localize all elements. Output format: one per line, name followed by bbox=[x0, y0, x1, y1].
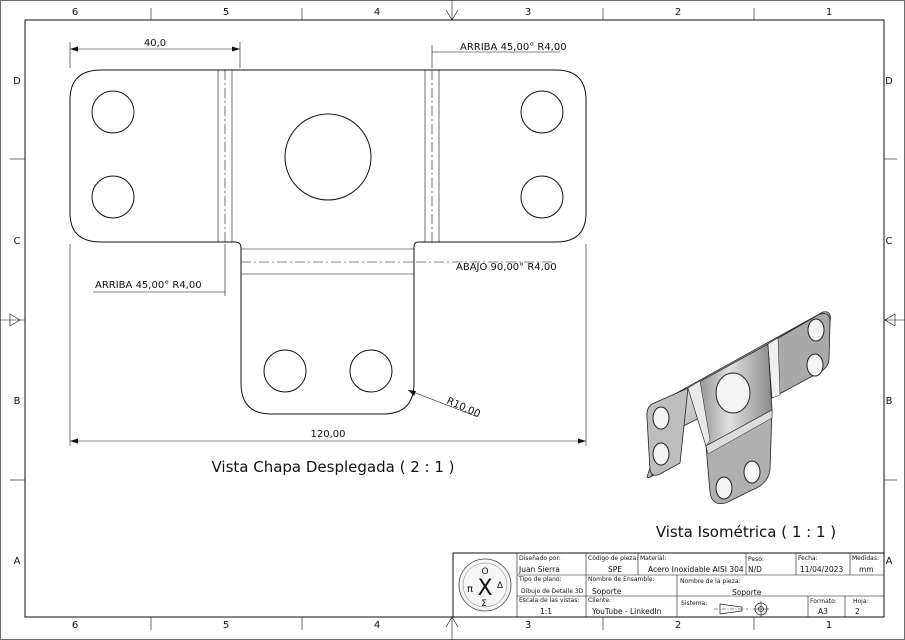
bend-note-top-right: ARRIBA 45,00° R4,00 bbox=[431, 42, 567, 68]
tb-assembly-label: Nombre de Ensamble: bbox=[588, 576, 655, 583]
flat-pattern-outline bbox=[69, 69, 587, 415]
zone-labels-bottom: 6 5 4 3 2 1 bbox=[72, 620, 832, 631]
tb-scale-label: Escala de las vistas: bbox=[519, 597, 579, 604]
hole-left-bottom bbox=[91, 175, 135, 219]
zone-right-b: B bbox=[886, 396, 893, 407]
hole-center-large bbox=[284, 113, 372, 201]
dim-text-120: 120,00 bbox=[311, 429, 346, 440]
tb-plan-type-label: Tipo de plano: bbox=[518, 576, 562, 583]
tb-sheet-label: Hoja: bbox=[853, 598, 869, 605]
dimension-total-width: 120,00 bbox=[69, 244, 587, 446]
tb-material-value: Acero Inoxidable AISI 304 bbox=[648, 565, 744, 574]
zone-left-c: C bbox=[14, 236, 21, 247]
zone-bottom-4: 4 bbox=[374, 620, 380, 631]
projection-symbol-icon bbox=[714, 601, 769, 617]
zone-top-5: 5 bbox=[223, 7, 229, 18]
tb-designed-by-label: Diseñado por: bbox=[519, 555, 561, 562]
zone-top-2: 2 bbox=[675, 7, 681, 18]
bend-lines-left bbox=[217, 70, 233, 242]
zone-bottom-5: 5 bbox=[223, 620, 229, 631]
zone-left-d: D bbox=[13, 76, 21, 87]
zone-top-6: 6 bbox=[72, 7, 78, 18]
tb-client-label: Cliente: bbox=[588, 597, 611, 604]
radius-text: R10,00 bbox=[445, 396, 482, 421]
hole-tab-left bbox=[263, 349, 307, 393]
isometric-view: Vista Isométrica ( 1 : 1 ) bbox=[646, 311, 836, 541]
note-top-right-text: ARRIBA 45,00° R4,00 bbox=[460, 42, 567, 53]
tb-plan-type-value: Dibujo de Detalle 3D bbox=[521, 588, 584, 595]
flat-view-title: Vista Chapa Desplegada ( 2 : 1 ) bbox=[211, 458, 454, 476]
zone-labels-left: D C B A bbox=[13, 76, 21, 567]
zone-bottom-2: 2 bbox=[675, 620, 681, 631]
bend-lines-right bbox=[424, 70, 440, 242]
zone-bottom-1: 1 bbox=[826, 620, 832, 631]
tb-format-label: Formato: bbox=[810, 598, 837, 605]
zone-right-d: D bbox=[885, 76, 893, 87]
hole-left-top bbox=[91, 90, 135, 134]
tb-weight-label: Peso: bbox=[748, 556, 764, 563]
logo-letter-x: X bbox=[477, 576, 492, 601]
logo-letter-o: O bbox=[481, 567, 488, 577]
isometric-part bbox=[646, 311, 831, 505]
tb-part-code-value: SPE bbox=[608, 565, 622, 574]
hole-right-bottom bbox=[520, 175, 564, 219]
tb-scale-value: 1:1 bbox=[540, 607, 552, 616]
bend-note-right: ABAJO 90,00° R4,00 bbox=[416, 261, 557, 273]
zone-labels-right: D C B A bbox=[885, 76, 893, 567]
tb-units-label: Medidas: bbox=[852, 555, 879, 562]
dim-text-40: 40,0 bbox=[144, 38, 166, 49]
tb-date-value: 11/04/2023 bbox=[800, 565, 843, 574]
iso-view-title: Vista Isométrica ( 1 : 1 ) bbox=[656, 523, 836, 541]
zone-right-c: C bbox=[886, 236, 893, 247]
zone-left-b: B bbox=[14, 396, 21, 407]
zone-right-a: A bbox=[886, 556, 893, 567]
zone-top-4: 4 bbox=[374, 7, 380, 18]
note-left-text: ARRIBA 45,00° R4,00 bbox=[95, 280, 202, 291]
zone-top-3: 3 bbox=[525, 7, 531, 18]
hole-right-top bbox=[520, 90, 564, 134]
zone-bottom-3: 3 bbox=[525, 620, 531, 631]
zone-bottom-6: 6 bbox=[72, 620, 78, 631]
logo-letter-delta: Δ bbox=[497, 581, 504, 591]
zone-labels-top: 6 5 4 3 2 1 bbox=[72, 7, 832, 18]
zone-left-a: A bbox=[14, 556, 21, 567]
tb-weight-value: N/D bbox=[748, 565, 762, 574]
logo: O π X Δ Σ bbox=[458, 558, 512, 612]
tb-date-label: Fecha: bbox=[798, 555, 818, 562]
bend-note-left: ARRIBA 45,00° R4,00 bbox=[93, 244, 226, 296]
tb-material-label: Material: bbox=[640, 555, 666, 562]
tb-client-value: YouTube - LinkedIn bbox=[591, 607, 662, 616]
bend-lines-bottom bbox=[241, 248, 414, 275]
dimension-tab-width: 40,0 bbox=[69, 38, 241, 68]
tb-units-value: mm bbox=[859, 565, 874, 574]
tb-sheet-value: 2 bbox=[855, 607, 860, 616]
tb-designed-by-value: Juan Sierra bbox=[518, 565, 560, 574]
note-right-text: ABAJO 90,00° R4,00 bbox=[456, 262, 557, 273]
tb-system-label: Sistema: bbox=[681, 600, 707, 607]
tb-part-code-label: Código de pieza: bbox=[588, 555, 638, 562]
title-block: O π X Δ Σ Diseñado por: Juan Sierra Códi… bbox=[452, 552, 885, 618]
logo-letter-sigma: Σ bbox=[481, 599, 487, 609]
hole-tab-right bbox=[349, 349, 393, 393]
radius-leader: R10,00 bbox=[407, 389, 482, 421]
tb-assembly-value: Soporte bbox=[592, 587, 622, 596]
tb-part-name-label: Nombre de la pieza: bbox=[680, 578, 740, 585]
tb-part-name-value: Soporte bbox=[732, 588, 762, 597]
logo-letter-pi: π bbox=[467, 584, 473, 595]
tb-format-value: A3 bbox=[818, 607, 828, 616]
zone-top-1: 1 bbox=[826, 7, 832, 18]
flat-pattern-view: 40,0 ARRIBA 45,00° R4,00 ARRIBA 45,00° R… bbox=[69, 38, 587, 476]
